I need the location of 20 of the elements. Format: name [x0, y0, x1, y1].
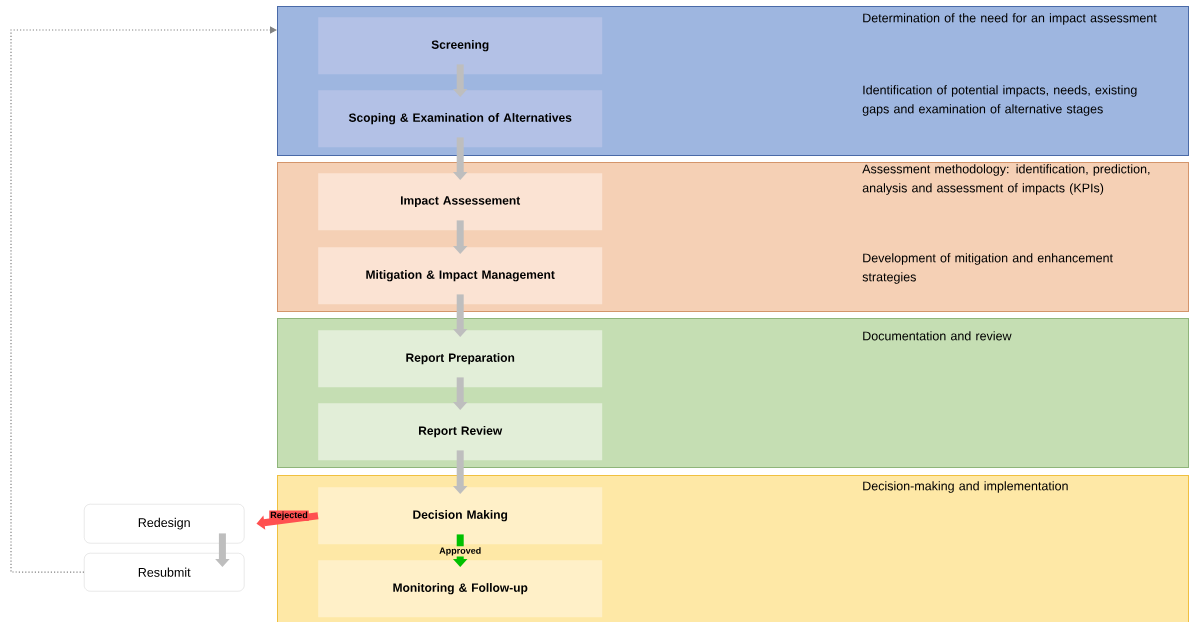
step-box: Scoping & Examination of Alternatives: [318, 90, 603, 148]
description-text: Documentation and review: [863, 331, 1012, 341]
edge-label: Approved: [438, 546, 483, 557]
description-text: Determination of the need for an impact assessment: [863, 13, 1157, 25]
step-box: Report Preparation: [318, 330, 603, 388]
description-text: Identification of potential impacts, needs, existing gaps and examination of alternative stages: [862, 85, 1137, 116]
step-box: Mitigation & Impact Management: [318, 247, 603, 305]
step-box: Impact Assessement: [318, 173, 603, 231]
edge-label: Rejected: [269, 510, 309, 521]
arrow: [10, 26, 277, 573]
description-text: Development of mitigation and enhancement strategies: [862, 253, 1113, 284]
arrow: [256, 512, 319, 530]
rounded-box: Resubmit: [84, 553, 245, 592]
step-box: Report Review: [318, 403, 603, 461]
rounded-box: Redesign: [84, 504, 245, 544]
step-box: Decision Making: [318, 487, 603, 545]
description-text: Assessment methodology: identification, prediction, analysis and assessment of impacts (KPIs): [862, 164, 1150, 195]
step-box: Screening: [318, 17, 603, 75]
description-text: Decision-making and implementation: [863, 481, 1068, 493]
step-box: Monitoring & Follow-up: [318, 560, 603, 618]
